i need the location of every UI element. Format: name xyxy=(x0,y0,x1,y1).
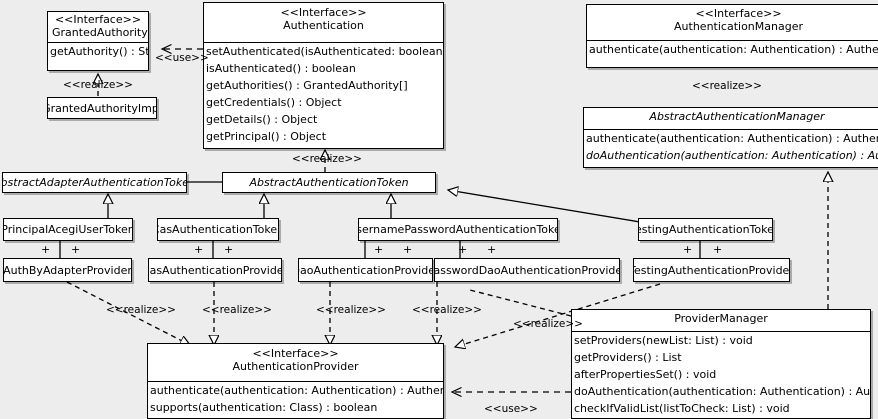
association-multiplicity: + xyxy=(194,243,204,256)
class-header: <<Interface>> AuthenticationProvider xyxy=(148,344,443,376)
association-multiplicity: + xyxy=(374,243,384,256)
operation-item: getCredentials() : Object xyxy=(206,95,342,109)
class-cas-authentication-token[interactable]: CasAuthenticationToken xyxy=(157,218,279,241)
class-name: AuthByAdapterProvider xyxy=(3,263,132,277)
operation-item: authenticate(authentication: Authenticat… xyxy=(589,42,878,56)
operations-compartment: getAuthority() : String xyxy=(48,43,148,60)
class-testing-authentication-provider[interactable]: TestingAuthenticationProvider xyxy=(633,258,790,282)
class-name: PrincipalAcegiUserToken xyxy=(3,223,133,236)
association-multiplicity: + xyxy=(683,243,693,256)
compartment-divider xyxy=(587,39,878,41)
class-name: CasAuthenticationToken xyxy=(157,223,279,236)
compartment-divider xyxy=(148,380,443,382)
association-multiplicity: + xyxy=(41,243,51,256)
class-testing-authentication-token[interactable]: TestingAuthenticationToken xyxy=(638,218,773,241)
class-name: UsernamePasswordAuthenticationToken xyxy=(358,223,558,236)
association-multiplicity: + xyxy=(224,243,234,256)
operation-item: authenticate(authentication: Authenticat… xyxy=(586,131,878,145)
operation-item: supports(authentication: Class) : boolea… xyxy=(150,400,378,414)
class-abstract-adapter-authentication-token[interactable]: AbstractAdapterAuthenticationToken xyxy=(2,172,187,193)
compartment-divider xyxy=(48,41,148,43)
class-granted-authority[interactable]: <<Interface>> GrantedAuthority getAuthor… xyxy=(47,11,149,71)
class-name: TestingAuthenticationToken xyxy=(639,223,772,236)
operation-item: getProviders() : List xyxy=(574,350,682,364)
operations-compartment: authenticate(authentication: Authenticat… xyxy=(148,382,443,416)
operation-item: checkIfValidList(listToCheck: List) : vo… xyxy=(574,401,790,415)
class-name: AbstractAdapterAuthenticationToken xyxy=(2,176,187,189)
class-cas-authentication-provider[interactable]: CasAuthenticationProvider xyxy=(148,258,282,282)
class-name: GrantedAuthorityImpl xyxy=(47,101,157,115)
compartment-divider xyxy=(584,128,878,130)
edge-label-realize-provider-manager: <<realize>> xyxy=(513,318,583,330)
class-username-password-authentication-token[interactable]: UsernamePasswordAuthenticationToken xyxy=(358,218,558,241)
edge-label-realize-abstract-auth-token: <<realize>> xyxy=(292,153,362,165)
class-name: AbstractAuthenticationToken xyxy=(249,176,409,189)
class-name: AbstractAuthenticationManager xyxy=(649,110,825,123)
stereotype-label: <<Interface>> xyxy=(252,347,339,360)
association-multiplicity: + xyxy=(487,243,497,256)
class-header: <<Interface>> Authentication xyxy=(204,3,443,35)
class-authentication[interactable]: <<Interface>> Authentication setAuthenti… xyxy=(203,2,444,149)
compartment-divider xyxy=(204,41,443,43)
class-header: AbstractAuthenticationManager xyxy=(584,108,878,126)
operation-item: setProviders(newList: List) : void xyxy=(574,333,753,347)
operations-compartment: setProviders(newList: List) : void getPr… xyxy=(572,332,870,417)
compartment-divider xyxy=(572,330,870,332)
operation-item: getAuthority() : String xyxy=(50,44,148,58)
class-header: <<Interface>> AuthenticationManager xyxy=(587,5,878,36)
class-password-dao-authentication-provider[interactable]: PasswordDaoAuthenticationProvider xyxy=(434,258,620,282)
operation-item: isAuthenticated() : boolean xyxy=(206,61,356,75)
class-name: Authentication xyxy=(283,18,364,32)
stereotype-label: <<Interface>> xyxy=(54,13,142,26)
operation-item: getPrincipal() : Object xyxy=(206,129,327,143)
operations-compartment: authenticate(authentication: Authenticat… xyxy=(587,41,878,58)
class-name: ProviderManager xyxy=(674,312,768,325)
operation-item: getAuthorities() : GrantedAuthority[] xyxy=(206,78,408,92)
operations-compartment: authenticate(authentication: Authenticat… xyxy=(584,130,878,164)
class-header: ProviderManager xyxy=(572,310,870,328)
edge-label-realize-cas-provider: <<realize>> xyxy=(202,304,272,316)
class-name: TestingAuthenticationProvider xyxy=(633,263,790,277)
class-name: DaoAuthenticationProvider xyxy=(298,263,433,277)
operation-item: doAuthentication(authentication: Authent… xyxy=(574,384,870,398)
edge-label-realize-granted-authority-impl: <<realize>> xyxy=(63,79,133,91)
operation-item: doAuthentication(authentication: Authent… xyxy=(586,148,878,162)
association-multiplicity: + xyxy=(71,243,81,256)
operations-compartment: setAuthenticated(isAuthenticated: boolea… xyxy=(204,43,443,145)
class-authentication-manager[interactable]: <<Interface>> AuthenticationManager auth… xyxy=(586,4,878,68)
edge-label-use-provider-manager: <<use>> xyxy=(484,403,538,415)
edge-label-realize-dao-provider: <<realize>> xyxy=(316,304,386,316)
class-abstract-authentication-manager[interactable]: AbstractAuthenticationManager authentica… xyxy=(583,107,878,168)
stereotype-label: <<Interface>> xyxy=(280,6,367,19)
operation-item: authenticate(authentication: Authenticat… xyxy=(150,383,443,397)
class-authentication-provider[interactable]: <<Interface>> AuthenticationProvider aut… xyxy=(147,343,444,419)
edge-label-realize-auth-by-adapter: <<realize>> xyxy=(106,304,176,316)
class-abstract-authentication-token[interactable]: AbstractAuthenticationToken xyxy=(222,172,436,193)
class-dao-authentication-provider[interactable]: DaoAuthenticationProvider xyxy=(298,258,433,282)
association-multiplicity: + xyxy=(713,243,723,256)
class-name: AuthenticationProvider xyxy=(232,359,359,373)
class-name: PasswordDaoAuthenticationProvider xyxy=(434,263,620,277)
class-name: GrantedAuthority xyxy=(52,25,148,39)
class-granted-authority-impl[interactable]: GrantedAuthorityImpl xyxy=(47,97,157,119)
operation-item: setAuthenticated(isAuthenticated: boolea… xyxy=(206,44,443,58)
class-principal-acegi-user-token[interactable]: PrincipalAcegiUserToken xyxy=(3,218,133,241)
class-provider-manager[interactable]: ProviderManager setProviders(newList: Li… xyxy=(571,309,871,419)
stereotype-label: <<Interface>> xyxy=(695,7,782,20)
edge-label-realize-password-dao-provider: <<realize>> xyxy=(412,304,482,316)
class-name: AuthenticationManager xyxy=(674,19,803,33)
association-multiplicity: + xyxy=(403,243,413,256)
operation-item: afterPropertiesSet() : void xyxy=(574,367,717,381)
class-name: CasAuthenticationProvider xyxy=(148,263,282,277)
edge-label-realize-abstract-auth-manager: <<realize>> xyxy=(692,80,762,92)
class-header: <<Interface>> GrantedAuthority xyxy=(48,12,148,42)
class-auth-by-adapter-provider[interactable]: AuthByAdapterProvider xyxy=(3,258,132,282)
operation-item: getDetails() : Object xyxy=(206,112,318,126)
association-multiplicity: + xyxy=(458,243,468,256)
edge-label-use-granted-authority: <<use>> xyxy=(155,52,209,64)
